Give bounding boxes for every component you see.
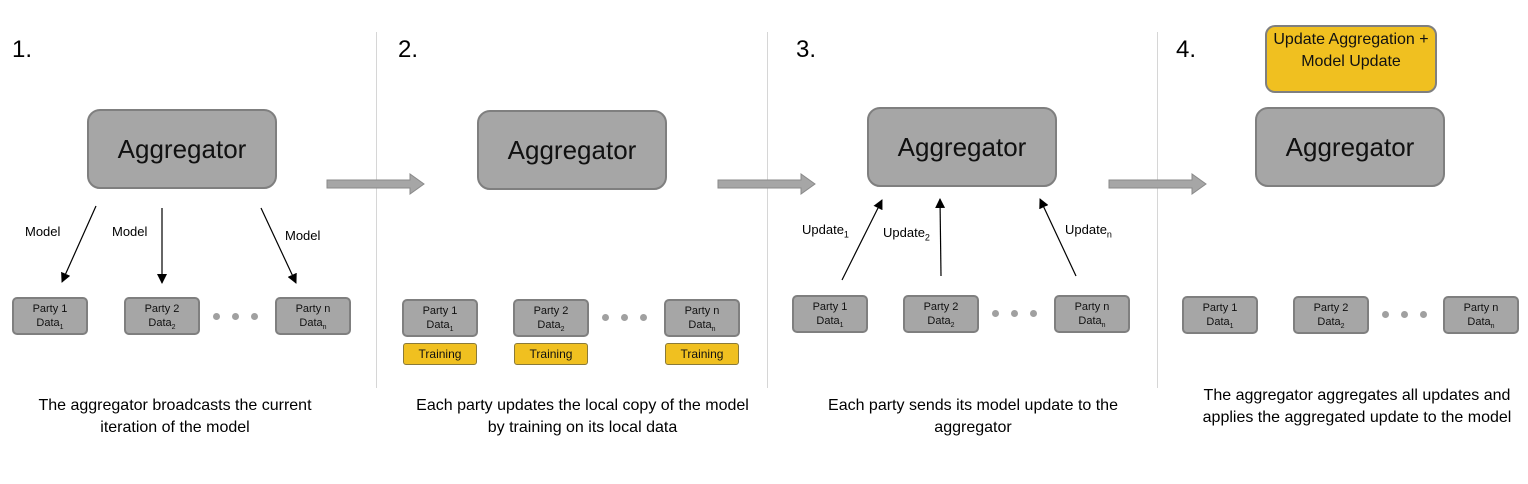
party-n-box: Party n Datan bbox=[1443, 296, 1519, 334]
party-data-sub: 1 bbox=[449, 326, 454, 334]
divider-2 bbox=[767, 32, 768, 388]
party-name: Party 1 bbox=[1202, 302, 1238, 314]
party-name: Party 2 bbox=[144, 303, 180, 315]
step-caption: Each party updates the local copy of the… bbox=[416, 397, 749, 436]
party-data: Data bbox=[1467, 316, 1491, 328]
party-name: Party n bbox=[1463, 302, 1499, 314]
party-2-box: Party 2 Data2 bbox=[1293, 296, 1369, 334]
party-name: Party 1 bbox=[812, 301, 848, 313]
flow-arrow-1 bbox=[326, 173, 425, 195]
party-1-box: Party 1 Data1 bbox=[402, 299, 478, 337]
party-2-box: Party 2 Data2 bbox=[124, 297, 200, 335]
party-data-sub: n bbox=[1490, 323, 1495, 331]
party-data: Data bbox=[1206, 316, 1230, 328]
step-number: 3. bbox=[796, 36, 817, 63]
training-badge-1: Training bbox=[403, 343, 477, 365]
update-arrow-2 bbox=[935, 198, 946, 277]
step-4-panel: 4. Update Aggregation + Model Update Agg… bbox=[1170, 0, 1528, 484]
party-data: Data bbox=[688, 319, 712, 331]
party-2-box: Party 2 Data2 bbox=[513, 299, 589, 337]
model-label-1: Model bbox=[25, 224, 61, 239]
party-name: Party 2 bbox=[1313, 302, 1349, 314]
party-data-sub: n bbox=[322, 324, 327, 332]
flow-arrow-3 bbox=[1108, 173, 1207, 195]
party-n-box: Party n Datan bbox=[1054, 295, 1130, 333]
divider-3 bbox=[1157, 32, 1158, 388]
update-aggregation-box: Update Aggregation + Model Update bbox=[1265, 25, 1437, 93]
update-arrow-1 bbox=[841, 199, 883, 281]
party-data: Data bbox=[927, 315, 951, 327]
model-arrow-1 bbox=[61, 205, 97, 283]
step-caption: The aggregator broadcasts the current it… bbox=[38, 397, 312, 436]
party-data: Data bbox=[537, 319, 561, 331]
party-data: Data bbox=[1317, 316, 1341, 328]
aggregator-box: Aggregator bbox=[477, 110, 667, 190]
update-label-2: Update2 bbox=[883, 225, 930, 243]
step-number: 2. bbox=[398, 36, 419, 63]
aggregator-box: Aggregator bbox=[867, 107, 1057, 187]
party-1-box: Party 1 Data1 bbox=[792, 295, 868, 333]
step-number: 4. bbox=[1176, 36, 1197, 63]
party-data: Data bbox=[148, 317, 172, 329]
party-n-box: Party n Datan bbox=[664, 299, 740, 337]
aggregator-box: Aggregator bbox=[87, 109, 277, 189]
model-label-2: Model bbox=[112, 224, 148, 239]
update-arrow-n bbox=[1039, 198, 1077, 277]
party-1-box: Party 1 Data1 bbox=[12, 297, 88, 335]
model-arrow-n bbox=[260, 207, 297, 284]
party-name: Party 2 bbox=[923, 301, 959, 313]
party-name: Party n bbox=[295, 303, 331, 315]
divider-1 bbox=[376, 32, 377, 388]
step-2-panel: 2. Aggregator Party 1 Data1 Party 2 Data… bbox=[390, 0, 780, 484]
party-name: Party n bbox=[1074, 301, 1110, 313]
party-data-sub: 2 bbox=[1340, 323, 1345, 331]
party-data-sub: n bbox=[1101, 322, 1106, 330]
party-name: Party 1 bbox=[422, 305, 458, 317]
model-label-n: Model bbox=[285, 228, 321, 243]
party-2-box: Party 2 Data2 bbox=[903, 295, 979, 333]
aggregator-box: Aggregator bbox=[1255, 107, 1445, 187]
party-data: Data bbox=[426, 319, 450, 331]
party-data-sub: 1 bbox=[839, 322, 844, 330]
step-3-panel: 3. Aggregator Update1 Update2 Updaten Pa… bbox=[780, 0, 1170, 484]
party-data-sub: 1 bbox=[1229, 323, 1234, 331]
party-data: Data bbox=[1078, 315, 1102, 327]
step-caption: Each party sends its model update to the… bbox=[828, 397, 1118, 436]
party-name: Party 1 bbox=[32, 303, 68, 315]
party-data-sub: 1 bbox=[59, 324, 64, 332]
training-badge-2: Training bbox=[514, 343, 588, 365]
update-label-1: Update1 bbox=[802, 222, 849, 240]
training-badge-n: Training bbox=[665, 343, 739, 365]
party-data: Data bbox=[299, 317, 323, 329]
party-data-sub: 2 bbox=[950, 322, 955, 330]
update-label-n: Updaten bbox=[1065, 222, 1112, 240]
step-1-panel: 1. Aggregator Model Model Model Party 1 … bbox=[0, 0, 390, 484]
party-n-box: Party n Datan bbox=[275, 297, 351, 335]
party-name: Party 2 bbox=[533, 305, 569, 317]
party-data-sub: 2 bbox=[560, 326, 565, 334]
step-caption: The aggregator aggregates all updates an… bbox=[1202, 387, 1512, 426]
party-1-box: Party 1 Data1 bbox=[1182, 296, 1258, 334]
party-data: Data bbox=[36, 317, 60, 329]
party-data: Data bbox=[816, 315, 840, 327]
party-data-sub: 2 bbox=[171, 324, 176, 332]
party-data-sub: n bbox=[711, 326, 716, 334]
step-number: 1. bbox=[12, 36, 33, 63]
flow-arrow-2 bbox=[717, 173, 816, 195]
party-name: Party n bbox=[684, 305, 720, 317]
